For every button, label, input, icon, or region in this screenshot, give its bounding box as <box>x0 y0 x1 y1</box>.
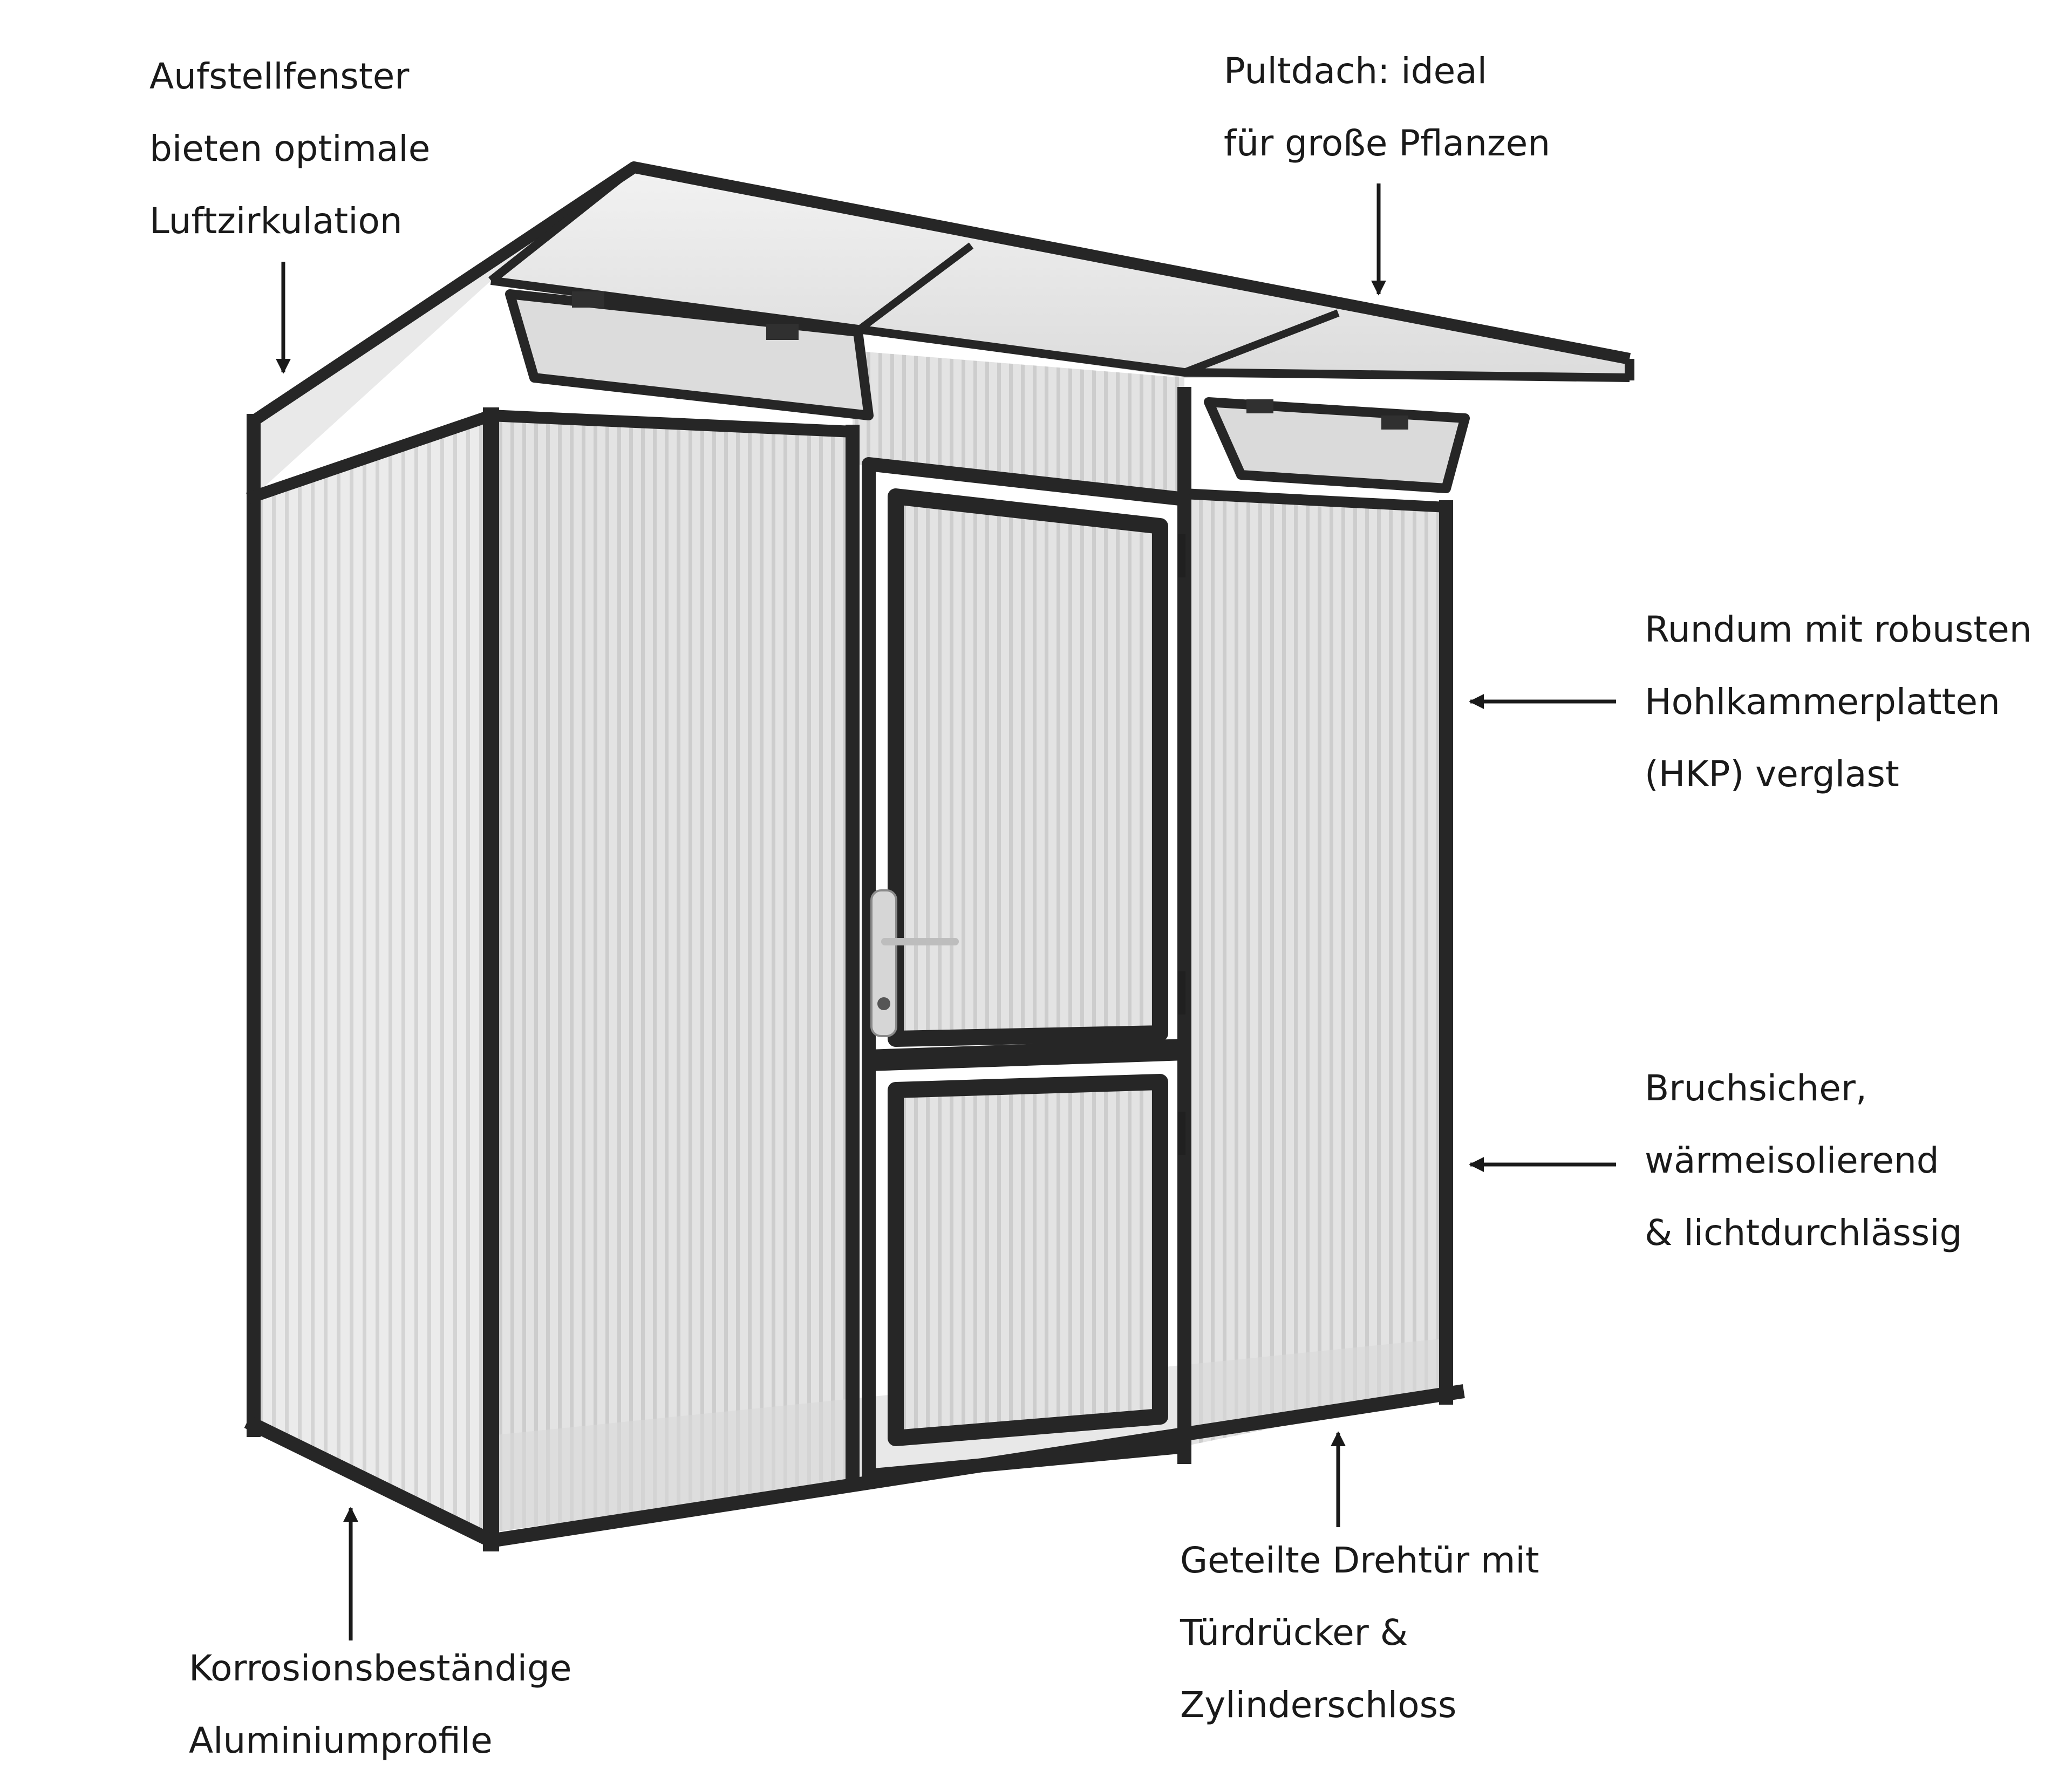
label-polycarbonate-panels: Rundum mit robusten Hohlkammerplatten (H… <box>1645 609 2032 795</box>
window-hinge-icon <box>766 324 799 340</box>
roof-frame <box>250 161 1634 426</box>
front-panel-right <box>1184 496 1446 1446</box>
door-handle-plate <box>870 889 897 1037</box>
label-mono-pitch-roof: Pultdach: ideal für große Pflanzen <box>1224 50 1551 164</box>
label-aluminium-profiles: Korrosionsbeständige Aluminiumprofile <box>189 1647 572 1761</box>
door-hinge-icon <box>1178 1112 1185 1155</box>
roof-glass <box>491 167 1630 378</box>
window-hinge-icon <box>1246 399 1273 413</box>
door-hinge-icon <box>1178 534 1185 577</box>
annotation-arrows <box>276 183 1616 1640</box>
label-panel-properties: Bruchsicher, wärmeisolierend & lichtdurc… <box>1645 1067 1962 1254</box>
front-panel-left <box>491 416 853 1533</box>
front-panel-door-top <box>853 351 1184 496</box>
door-hinge-icon <box>1178 971 1185 1015</box>
window-hinge-icon <box>1381 416 1408 430</box>
roof-window-right <box>1204 397 1470 493</box>
door-frame <box>862 457 1191 1483</box>
window-hinge-icon <box>572 291 604 308</box>
label-split-door: Geteilte Drehtür mit Türdrücker & Zylind… <box>1180 1540 1539 1726</box>
cylinder-lock-icon <box>877 997 890 1010</box>
label-roof-windows: Aufstellfenster bieten optimale Luftzirk… <box>149 56 431 242</box>
aluminium-frame <box>244 387 1465 1551</box>
side-wall-panel <box>254 416 491 1533</box>
